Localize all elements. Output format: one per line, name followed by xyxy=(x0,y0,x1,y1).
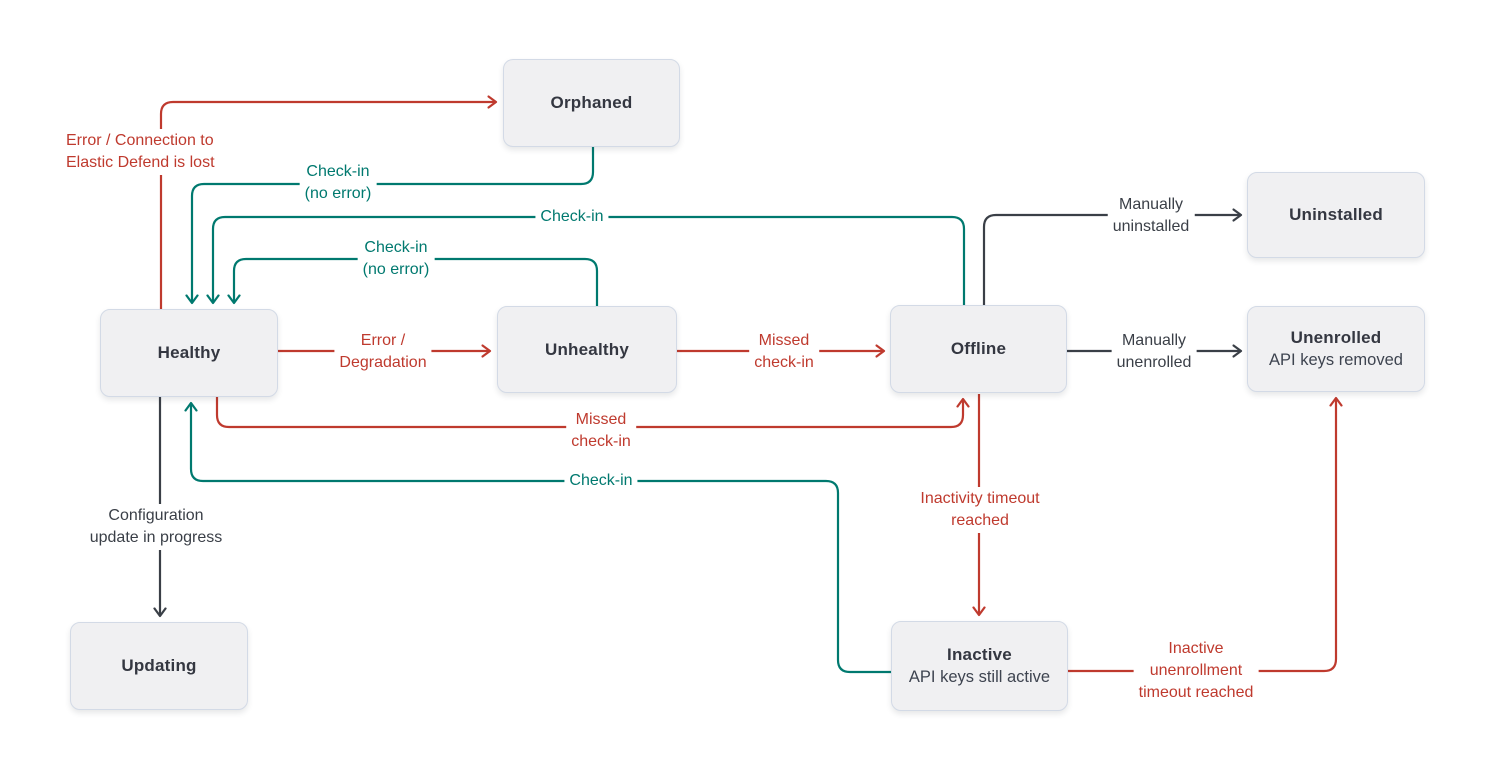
node-updating: Updating xyxy=(70,622,248,710)
node-healthy-label: Healthy xyxy=(157,343,221,362)
node-orphaned-label: Orphaned xyxy=(550,93,633,112)
edge-label-orphaned-checkin: Check-in (no error) xyxy=(299,160,377,206)
edge-label-missed-checkin-top-line1: Missed xyxy=(758,332,810,349)
edge-inactive-to-healthy xyxy=(191,403,891,674)
node-healthy: Healthy xyxy=(100,309,278,397)
edge-label-manually-uninstalled-line2: uninstalled xyxy=(1112,218,1190,235)
edge-label-manually-uninstalled-line1: Manually xyxy=(1118,196,1184,213)
edge-label-manually-unenrolled-line1: Manually xyxy=(1121,332,1187,349)
edge-label-missed-checkin-bottom: Missed check-in xyxy=(566,408,636,454)
edge-label-error-connection-line2: Elastic Defend is lost xyxy=(66,154,215,171)
node-unhealthy-label: Unhealthy xyxy=(545,339,629,359)
node-offline-label: Offline xyxy=(950,339,1007,358)
edge-label-inactivity-timeout-line2: reached xyxy=(951,512,1009,529)
edge-label-inactive-unenrollment-timeout: Inactive unenrollment timeout reached xyxy=(1133,637,1259,705)
node-orphaned: Orphaned xyxy=(503,59,680,147)
node-inactive-label: Inactive xyxy=(947,645,1012,664)
edge-offline-to-healthy xyxy=(213,215,966,305)
edge-label-missed-checkin-top-line2: check-in xyxy=(754,354,814,371)
edge-healthy-to-orphaned xyxy=(159,102,496,309)
node-inactive-sublabel: API keys still active xyxy=(908,668,1051,686)
node-uninstalled-label: Uninstalled xyxy=(1289,205,1383,224)
edge-label-error-connection-line1: Error / Connection to xyxy=(66,132,214,149)
edge-label-orphaned-checkin-line2: (no error) xyxy=(304,185,372,202)
node-updating-label: Updating xyxy=(121,656,197,675)
edge-label-inactive-checkin-line1: Check-in xyxy=(569,472,633,489)
node-unenrolled-label: Unenrolled xyxy=(1290,328,1382,347)
edge-label-error-degradation-line1: Error / xyxy=(360,332,406,349)
edge-label-manually-unenrolled: Manually unenrolled xyxy=(1111,329,1197,375)
edge-label-inactivity-timeout: Inactivity timeout reached xyxy=(915,487,1045,533)
edge-inactive-to-unenrolled xyxy=(1068,398,1336,673)
edge-label-unhealthy-checkin-line2: (no error) xyxy=(362,261,430,278)
edge-label-offline-checkin: Check-in xyxy=(535,205,609,229)
node-offline: Offline xyxy=(890,305,1067,393)
edge-label-error-degradation-line2: Degradation xyxy=(339,354,427,371)
node-uninstalled: Uninstalled xyxy=(1247,172,1425,258)
node-unenrolled-sublabel: API keys removed xyxy=(1269,351,1403,369)
edge-label-error-degradation: Error / Degradation xyxy=(334,329,432,375)
node-unenrolled: Unenrolled API keys removed xyxy=(1247,306,1425,392)
edge-label-manually-unenrolled-line2: unenrolled xyxy=(1116,354,1192,371)
node-unhealthy: Unhealthy xyxy=(497,306,677,393)
edge-label-inactive-unenrollment-timeout-line3: timeout reached xyxy=(1138,684,1254,701)
edge-label-configuration-update-line1: Configuration xyxy=(108,507,204,524)
edge-label-unhealthy-checkin: Check-in (no error) xyxy=(357,236,435,282)
edge-label-inactive-checkin: Check-in xyxy=(564,469,638,493)
node-inactive: Inactive API keys still active xyxy=(891,621,1068,711)
edge-label-configuration-update-line2: update in progress xyxy=(89,529,223,546)
edge-offline-to-uninstalled xyxy=(982,215,1241,305)
edge-label-orphaned-checkin-line1: Check-in xyxy=(306,163,370,180)
edge-label-inactive-unenrollment-timeout-line1: Inactive xyxy=(1168,640,1224,657)
edge-label-manually-uninstalled: Manually uninstalled xyxy=(1107,193,1195,239)
edge-label-inactive-unenrollment-timeout-line2: unenrollment xyxy=(1149,662,1243,679)
edge-label-inactivity-timeout-line1: Inactivity timeout xyxy=(920,490,1040,507)
edge-label-missed-checkin-bottom-line2: check-in xyxy=(571,433,631,450)
edge-label-unhealthy-checkin-line1: Check-in xyxy=(364,239,428,256)
edge-label-missed-checkin-bottom-line1: Missed xyxy=(575,411,627,428)
edge-label-configuration-update: Configuration update in progress xyxy=(84,504,228,550)
edge-label-offline-checkin-line1: Check-in xyxy=(540,208,604,225)
edge-label-missed-checkin-top: Missed check-in xyxy=(749,329,819,375)
edge-label-error-connection: Error / Connection to Elastic Defend is … xyxy=(62,129,219,175)
edge-orphaned-to-healthy xyxy=(192,147,595,303)
